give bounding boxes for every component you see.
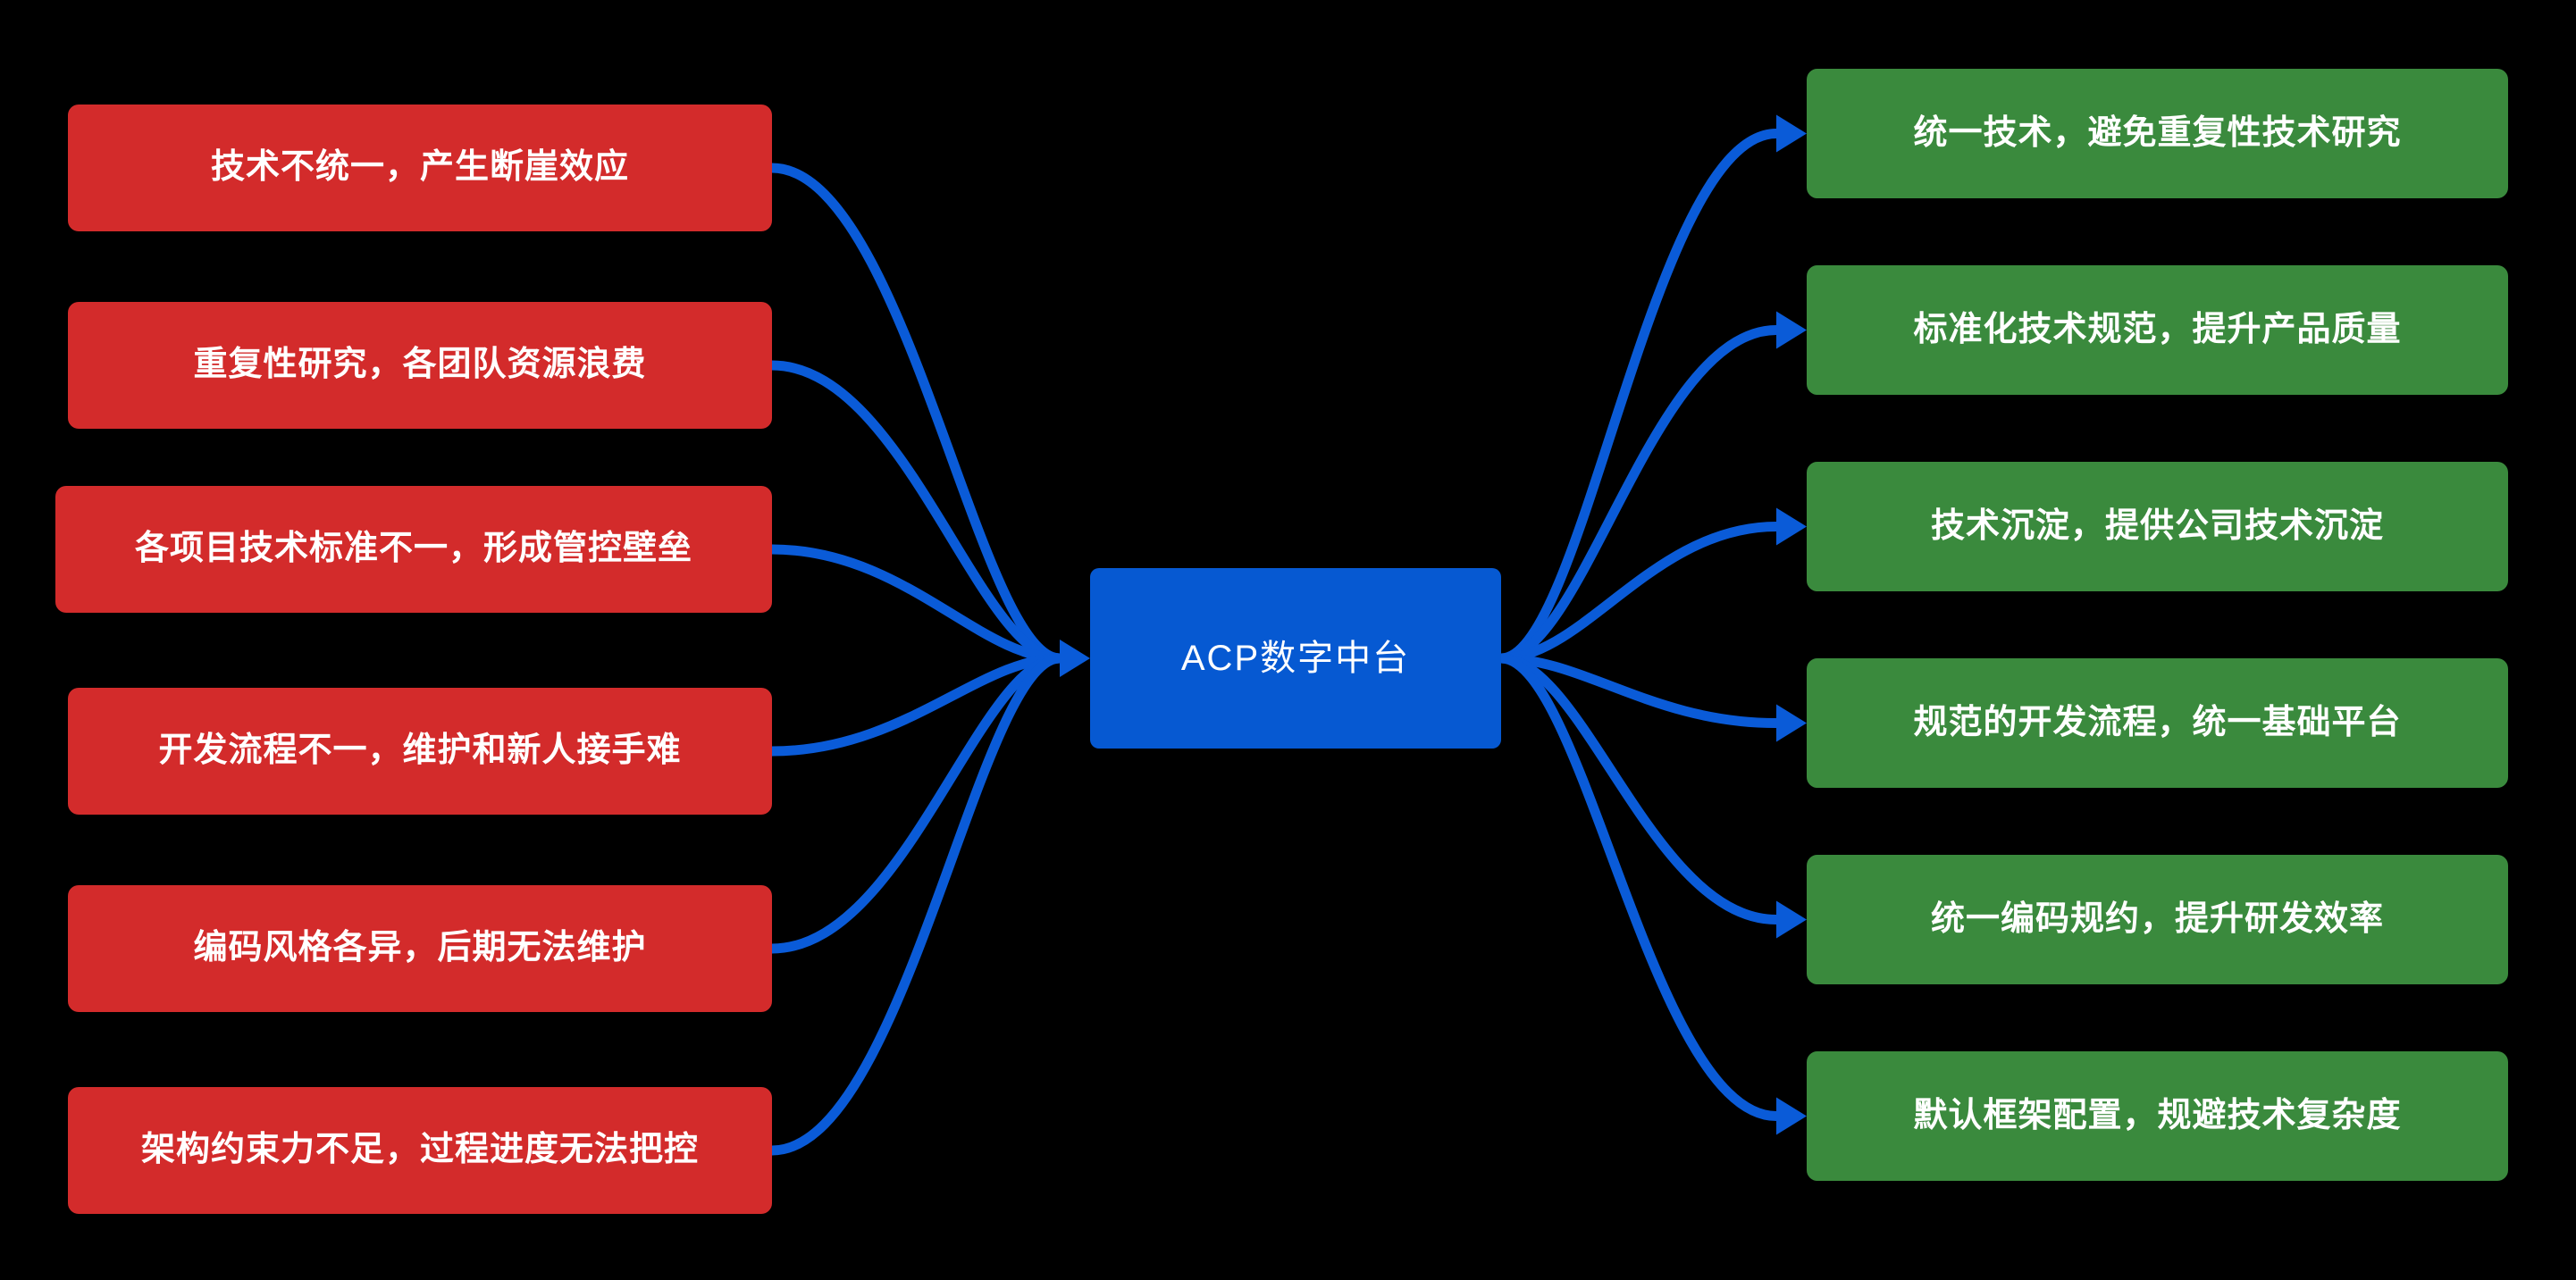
connector-curve [771,544,1061,664]
center-node-label: ACP数字中台 [1180,639,1411,678]
problem-node-label: 开发流程不一，维护和新人接手难 [158,732,682,770]
connector-curve [1500,653,1777,1121]
benefit-node-3[interactable]: 技术沉淀，提供公司技术沉淀 [1807,462,2508,591]
benefit-node-2[interactable]: 标准化技术规范，提升产品质量 [1807,265,2508,395]
problem-node-1[interactable]: 技术不统一，产生断崖效应 [68,105,772,231]
connector-curve [1500,325,1777,664]
benefit-node-label: 规范的开发流程，统一基础平台 [1913,703,2402,741]
connector-curve [1500,522,1777,664]
connector-curve [1500,653,1777,728]
connector-arrowhead [1776,900,1807,939]
connector-arrowhead [1776,507,1807,546]
center-node[interactable]: ACP数字中台 [1090,568,1501,749]
benefit-node-label: 标准化技术规范，提升产品质量 [1913,310,2402,348]
connector-curve [771,653,1061,954]
problem-node-label: 各项目技术标准不一，形成管控壁垒 [134,530,692,568]
problem-node-6[interactable]: 架构约束力不足，过程进度无法把控 [68,1087,772,1214]
benefit-node-4[interactable]: 规范的开发流程，统一基础平台 [1807,658,2508,788]
problem-node-3[interactable]: 各项目技术标准不一，形成管控壁垒 [55,486,772,613]
connector-arrowhead [1776,704,1807,742]
connector-curve [771,360,1061,664]
problem-node-2[interactable]: 重复性研究，各团队资源浪费 [68,302,772,429]
benefit-node-6[interactable]: 默认框架配置，规避技术复杂度 [1807,1051,2508,1181]
connector-curve [1500,653,1777,924]
connector-curve [771,653,1061,757]
connector-curve [771,653,1061,1156]
connector-curve [771,163,1061,664]
benefit-node-label: 统一技术，避免重复性技术研究 [1913,113,2402,152]
benefit-node-label: 技术沉淀，提供公司技术沉淀 [1930,506,2384,545]
connector-arrowhead [1776,114,1807,153]
benefit-node-1[interactable]: 统一技术，避免重复性技术研究 [1807,69,2508,198]
connector-curve [1500,129,1777,664]
problem-node-label: 编码风格各异，后期无法维护 [193,929,647,967]
benefit-node-5[interactable]: 统一编码规约，提升研发效率 [1807,855,2508,984]
problem-node-label: 架构约束力不足，过程进度无法把控 [140,1131,699,1169]
connector-arrowhead [1776,311,1807,349]
problem-node-label: 技术不统一，产生断崖效应 [210,148,629,187]
problem-node-5[interactable]: 编码风格各异，后期无法维护 [68,885,772,1012]
benefit-node-label: 默认框架配置，规避技术复杂度 [1913,1096,2402,1134]
problem-node-label: 重复性研究，各团队资源浪费 [193,346,647,384]
connector-arrowhead [1060,640,1090,677]
benefit-node-label: 统一编码规约，提升研发效率 [1930,899,2384,938]
problem-node-4[interactable]: 开发流程不一，维护和新人接手难 [68,688,772,815]
connector-arrowhead [1776,1097,1807,1135]
